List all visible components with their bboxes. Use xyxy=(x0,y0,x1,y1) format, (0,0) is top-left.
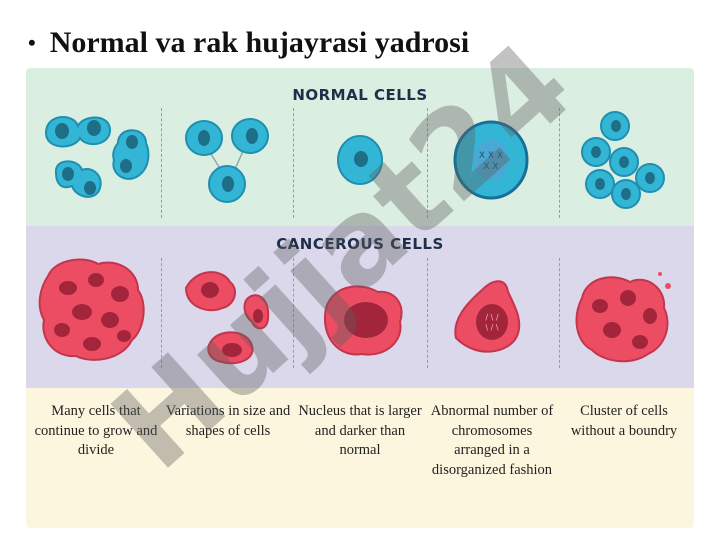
cancer-large-nucleus-illustration xyxy=(323,285,403,356)
caption-abnormal-chromosomes: Abnormal number of chromosomes arranged … xyxy=(430,403,554,478)
column-divider xyxy=(293,258,294,368)
column-divider xyxy=(427,258,428,368)
caption-cluster-no-boundary: Cluster of cells without a boundry xyxy=(570,403,678,439)
cancerous-cells-title: CANCEROUS CELLS xyxy=(276,235,444,253)
svg-text:/ \ /: / \ / xyxy=(485,313,498,322)
slide-title: • Normal va rak hujayrasi yadrosi xyxy=(28,26,469,60)
cancer-dense-mass-illustration xyxy=(38,258,145,361)
captions-band xyxy=(26,388,694,528)
cell-illustrations: X X X X X xyxy=(38,111,671,365)
caption-size-shape-variation: Variations in size and shapes of cells xyxy=(165,403,291,439)
cancer-cluster-illustration xyxy=(575,272,671,363)
column-divider xyxy=(559,258,560,368)
cell-comparison-figure: NORMAL CELLS CANCEROUS CELLS xyxy=(26,68,694,528)
normal-cell-cluster-illustration xyxy=(581,111,665,209)
normal-chromosome-cell-illustration: X X X X X xyxy=(453,120,529,200)
normal-cells-title: NORMAL CELLS xyxy=(292,86,428,104)
column-divider xyxy=(559,108,560,218)
caption-grow-divide: Many cells that continue to grow and div… xyxy=(34,403,158,458)
cancer-varied-shapes-illustration xyxy=(184,271,270,365)
bullet-icon: • xyxy=(28,30,36,55)
svg-text:X X: X X xyxy=(483,162,498,172)
normal-connected-cells-illustration xyxy=(185,118,269,203)
caption-large-nucleus: Nucleus that is larger and darker than n… xyxy=(298,403,422,458)
column-divider xyxy=(293,108,294,218)
normal-single-cell-illustration xyxy=(337,135,383,185)
slide-title-text: Normal va rak hujayrasi yadrosi xyxy=(49,26,470,59)
svg-text:\ / \: \ / \ xyxy=(485,323,498,332)
column-divider xyxy=(161,108,162,218)
svg-text:X X X: X X X xyxy=(479,151,503,161)
normal-dividing-cells-illustration xyxy=(44,116,150,198)
cancer-chromosome-cell-illustration: / \ / \ / \ xyxy=(454,280,521,353)
column-divider xyxy=(427,108,428,218)
column-divider xyxy=(161,258,162,368)
